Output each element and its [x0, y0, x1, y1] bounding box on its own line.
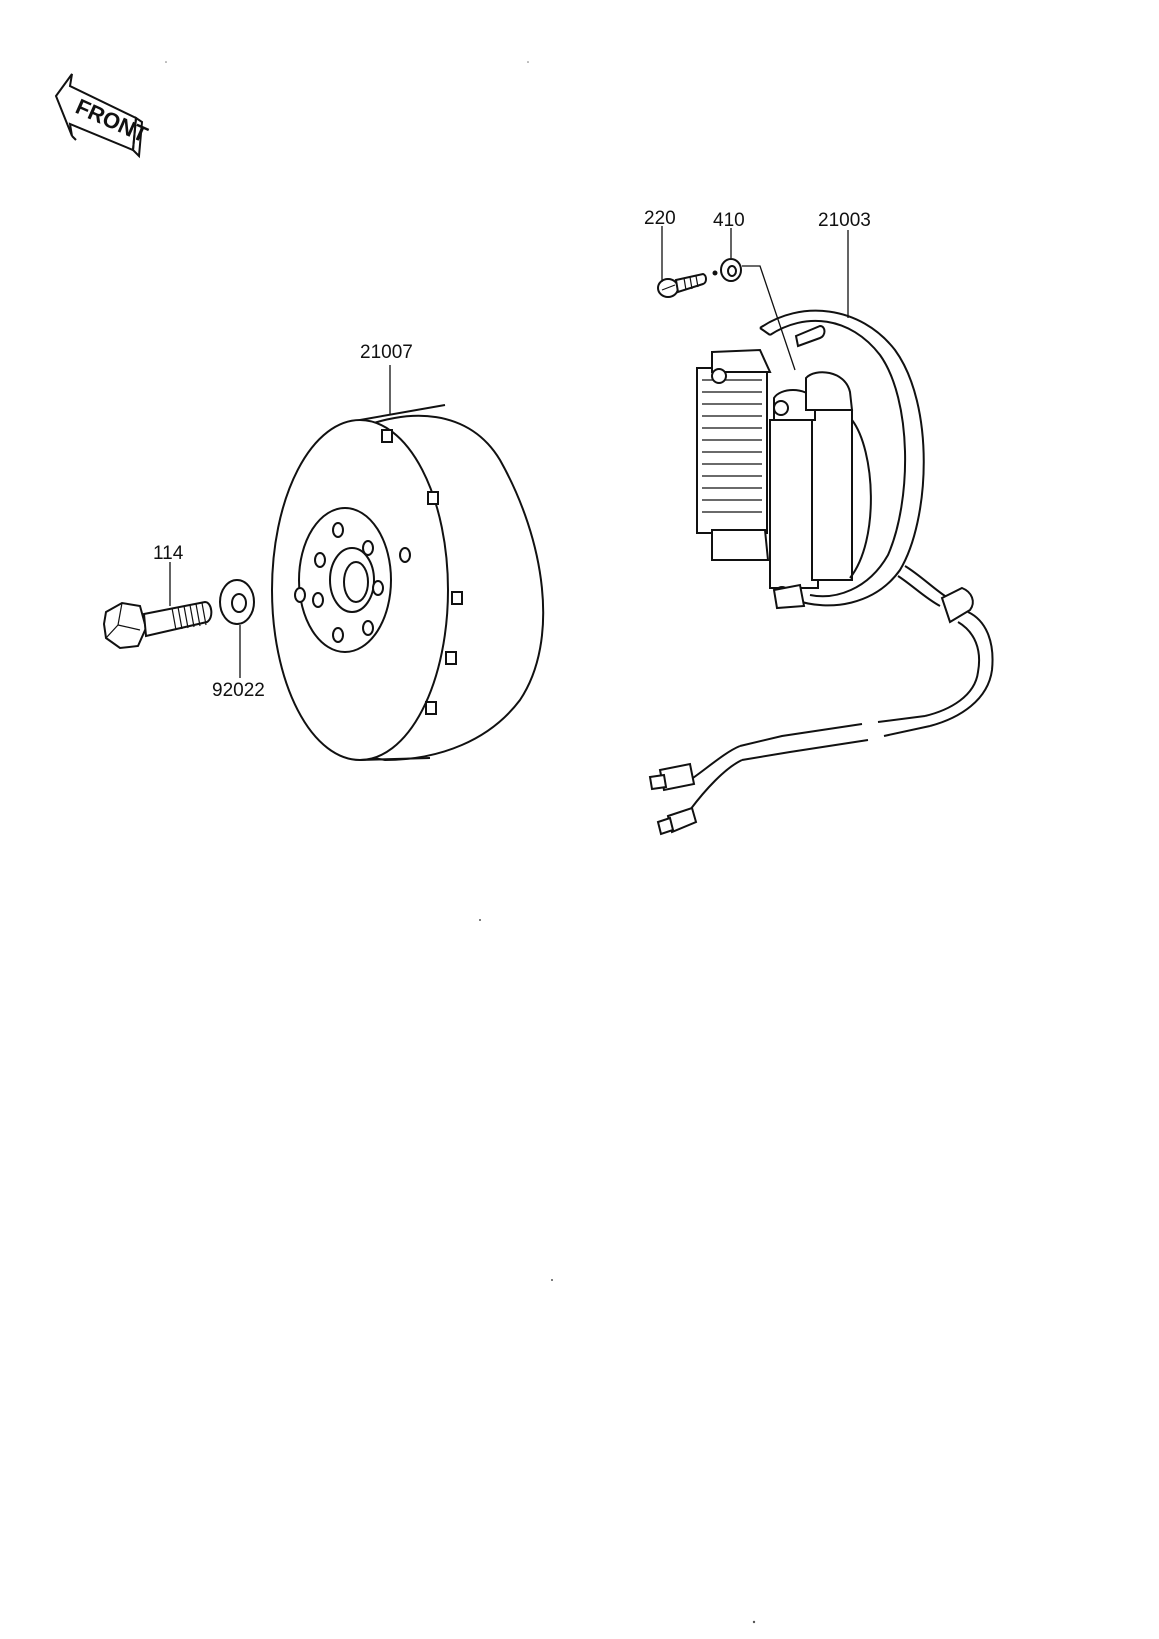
part-number-220: 220	[644, 208, 676, 229]
bolt-114	[102, 600, 213, 650]
part-number-21003: 21003	[818, 210, 871, 231]
lock-washer-410	[712, 258, 742, 282]
part-number-410: 410	[713, 210, 745, 231]
part-number-92022: 92022	[212, 680, 265, 701]
front-arrow-icon: FRONT	[54, 73, 152, 159]
leader-lines	[169, 226, 849, 678]
part-number-114: 114	[153, 543, 184, 564]
flywheel-rotor	[271, 404, 545, 762]
washer-92022	[219, 579, 255, 625]
screw-220	[657, 272, 707, 298]
stator-assembly	[648, 309, 994, 836]
part-number-21007: 21007	[360, 342, 413, 363]
